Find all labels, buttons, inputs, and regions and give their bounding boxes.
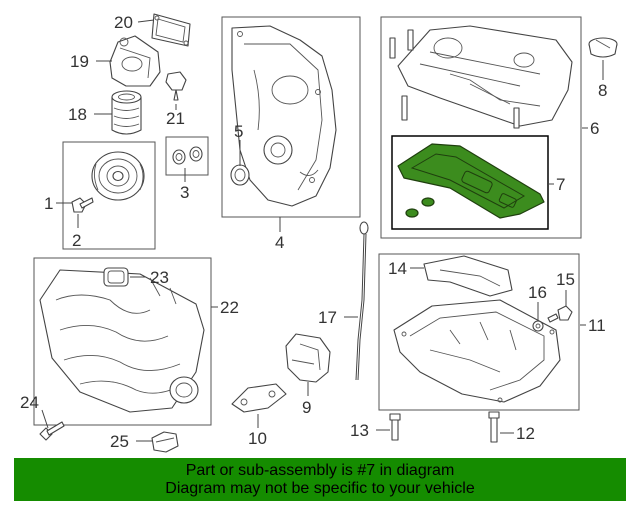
callout-22[interactable]: 22 bbox=[220, 298, 239, 317]
part-25-sensor[interactable] bbox=[151, 431, 179, 453]
part-7-valve-cover-gasket[interactable] bbox=[397, 143, 545, 219]
crankshaft-pulley-group-box bbox=[62, 141, 156, 250]
banner-line-part: Part or sub-assembly is #7 in diagram bbox=[185, 462, 455, 479]
callout-23[interactable]: 23 bbox=[150, 268, 169, 287]
callout-16[interactable]: 16 bbox=[528, 283, 547, 302]
part-22-intake-manifold[interactable] bbox=[39, 269, 205, 413]
callout-4[interactable]: 4 bbox=[275, 233, 284, 252]
part-10-bracket[interactable] bbox=[231, 383, 287, 413]
part-16-washer[interactable] bbox=[532, 320, 544, 332]
callout-14[interactable]: 14 bbox=[388, 259, 407, 278]
part-11-oil-pan[interactable] bbox=[393, 299, 561, 403]
gasket-highlight-box bbox=[391, 135, 549, 230]
callout-1[interactable]: 1 bbox=[44, 194, 53, 213]
callout-19[interactable]: 19 bbox=[70, 52, 89, 71]
info-banner: Part or sub-assembly is #7 in diagram Di… bbox=[14, 458, 626, 501]
callout-13[interactable]: 13 bbox=[350, 421, 369, 440]
part-20-gasket[interactable] bbox=[151, 13, 191, 47]
part-21-oil-pressure-sensor[interactable] bbox=[165, 71, 187, 101]
callout-20[interactable]: 20 bbox=[114, 13, 133, 32]
part-3-seals[interactable] bbox=[172, 146, 203, 165]
callout-17[interactable]: 17 bbox=[318, 308, 337, 327]
callout-9[interactable]: 9 bbox=[302, 398, 311, 417]
callout-6[interactable]: 6 bbox=[590, 119, 599, 138]
part-24-bolt[interactable] bbox=[39, 421, 65, 441]
part-4-timing-cover[interactable] bbox=[231, 25, 337, 207]
banner-line-disclaimer: Diagram may not be specific to your vehi… bbox=[165, 480, 475, 497]
part-13-bolt[interactable] bbox=[389, 413, 401, 441]
valve-cover-group-box bbox=[380, 16, 582, 239]
callout-24[interactable]: 24 bbox=[20, 393, 39, 412]
parts-diagram: 20 19 18 21 1 2 3 4 5 6 7 8 22 23 24 25 … bbox=[20, 13, 618, 453]
callout-3[interactable]: 3 bbox=[180, 183, 189, 202]
callout-5[interactable]: 5 bbox=[234, 122, 243, 141]
part-19-vacuum-pump[interactable] bbox=[109, 35, 161, 87]
callout-11[interactable]: 11 bbox=[588, 316, 606, 335]
leader-lines bbox=[41, 19, 604, 442]
part-18-oil-filter[interactable] bbox=[111, 90, 142, 135]
callout-7[interactable]: 7 bbox=[556, 175, 565, 194]
part-5-front-seal[interactable] bbox=[230, 164, 250, 186]
callout-12[interactable]: 12 bbox=[516, 424, 535, 443]
oil-pan-group-box bbox=[378, 253, 580, 411]
part-1-crankshaft-pulley[interactable] bbox=[91, 151, 145, 201]
callout-labels: 20 19 18 21 1 2 3 4 5 6 7 8 22 23 24 25 … bbox=[20, 13, 607, 451]
callout-8[interactable]: 8 bbox=[598, 81, 607, 100]
part-17-dipstick[interactable] bbox=[355, 221, 369, 381]
part-2-pulley-bolt[interactable] bbox=[71, 197, 94, 213]
part-12-stud-bolt[interactable] bbox=[488, 411, 500, 443]
callout-18[interactable]: 18 bbox=[68, 105, 87, 124]
part-14-oil-baffle[interactable] bbox=[423, 255, 513, 297]
callout-15[interactable]: 15 bbox=[556, 270, 575, 289]
part-8-oil-cap[interactable] bbox=[588, 37, 618, 58]
callout-21[interactable]: 21 bbox=[166, 109, 185, 128]
part-15-drain-plug[interactable] bbox=[547, 305, 573, 323]
part-9-engine-mount[interactable] bbox=[285, 333, 331, 383]
part-6-valve-cover[interactable] bbox=[389, 25, 573, 129]
callout-2[interactable]: 2 bbox=[72, 231, 81, 250]
part-23-manifold-gasket[interactable] bbox=[103, 267, 129, 287]
callout-10[interactable]: 10 bbox=[248, 429, 267, 448]
seal-group-box bbox=[165, 136, 209, 176]
timing-cover-group-box bbox=[221, 16, 361, 218]
intake-manifold-group-box bbox=[33, 257, 212, 426]
callout-25[interactable]: 25 bbox=[110, 432, 129, 451]
